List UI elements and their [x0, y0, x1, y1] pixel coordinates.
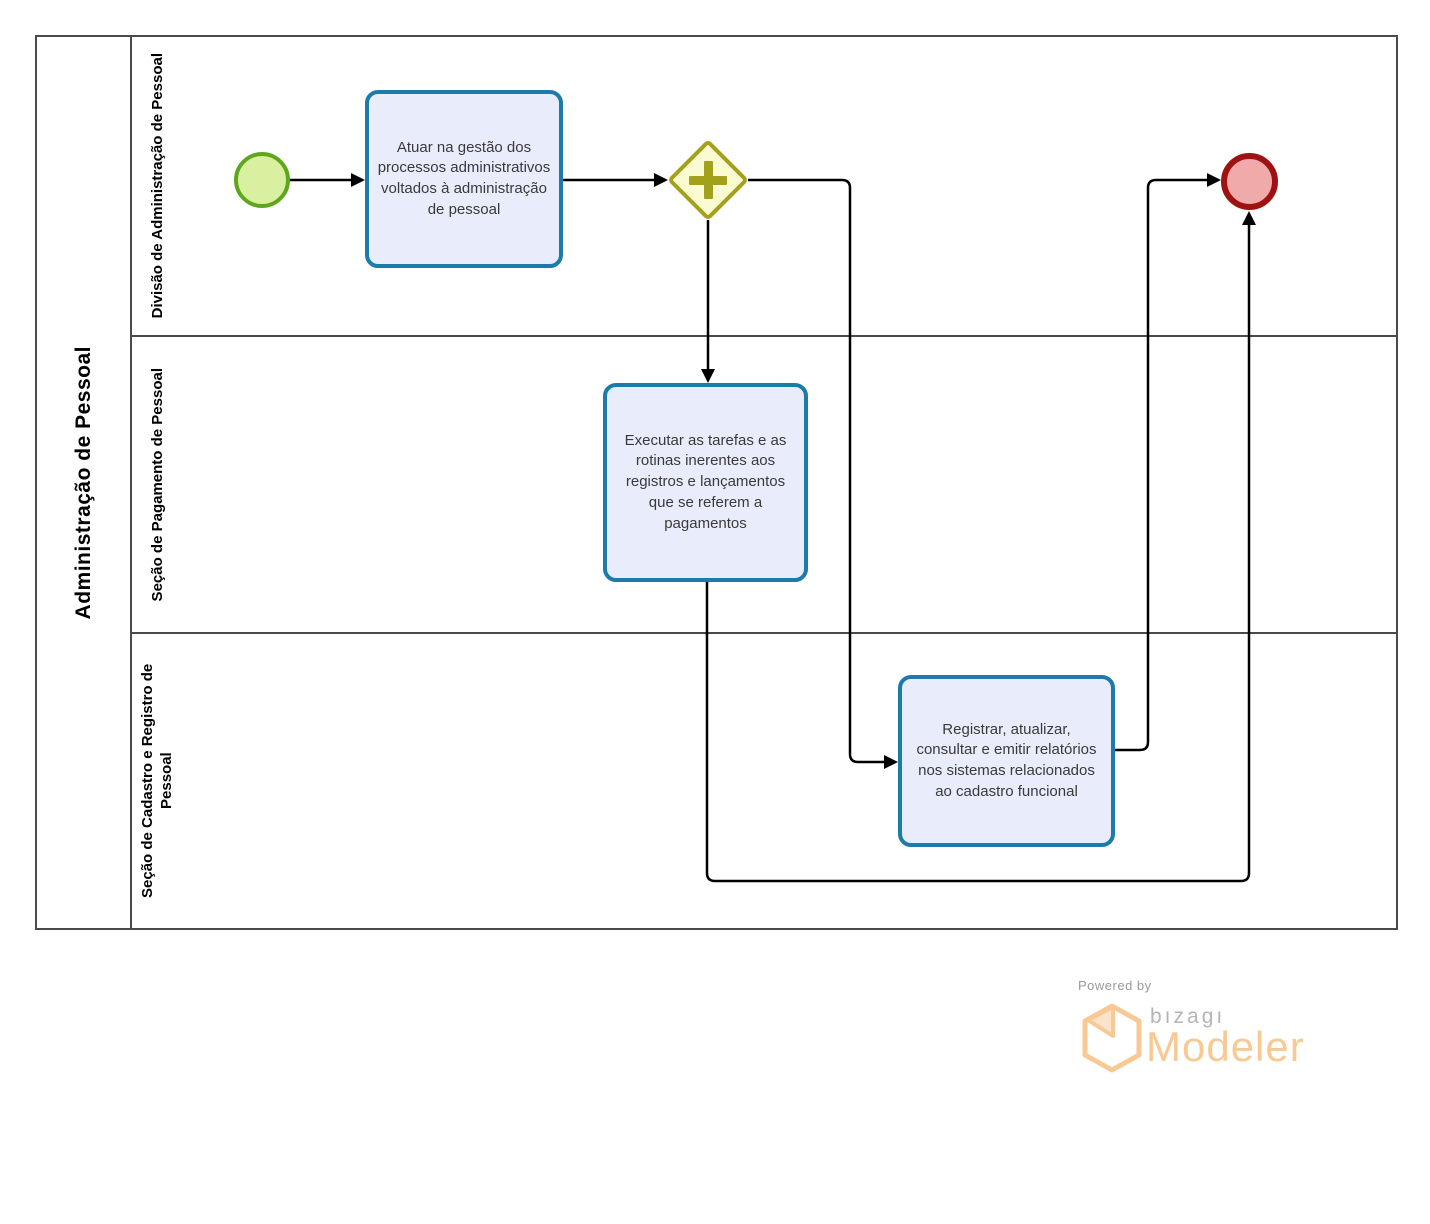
arrowhead-icon	[701, 369, 715, 383]
task-registrar-atualizar[interactable]: Registrar, atualizar, consultar e emitir…	[898, 675, 1115, 847]
task-executar-tarefas[interactable]: Executar as tarefas e as rotinas inerent…	[603, 383, 808, 582]
pool-lanes: Divisão de Administração de Pessoal Seçã…	[132, 37, 1396, 928]
bizagi-footer: Powered by bızagı Modeler	[1078, 978, 1348, 1079]
sequence-flow-gateway-to-task3	[748, 178, 885, 764]
arrowhead-icon	[654, 173, 668, 187]
brand-row: bızagı Modeler	[1078, 1001, 1348, 1079]
bizagi-wordmark: bızagı	[1150, 1005, 1226, 1028]
end-event[interactable]	[1221, 153, 1278, 210]
arrowhead-icon	[1207, 173, 1221, 187]
task-atuar-gestao[interactable]: Atuar na gestão dos processos administra…	[365, 90, 563, 268]
lane-secao-cadastro-registro: Seção de Cadastro e Registro de Pessoal	[132, 632, 1396, 928]
arrowhead-icon	[1242, 211, 1256, 225]
sequence-flow-task2-to-end	[705, 224, 1251, 883]
lane-secao-pagamento: Seção de Pagamento de Pessoal	[132, 335, 1396, 632]
task-label: Atuar na gestão dos processos administra…	[377, 138, 551, 218]
arrowhead-icon	[351, 173, 365, 187]
task-label: Executar as tarefas e as rotinas inerent…	[624, 431, 787, 532]
start-event[interactable]	[234, 152, 290, 208]
arrowhead-icon	[884, 755, 898, 769]
sequence-flow-task3-to-end	[1115, 178, 1208, 752]
powered-by-label: Powered by	[1078, 978, 1152, 993]
plus-icon	[704, 161, 713, 199]
bizagi-hexagon-icon	[1082, 1003, 1142, 1073]
pool-header: Administração de Pessoal	[37, 37, 132, 928]
task-label: Registrar, atualizar, consultar e emitir…	[916, 720, 1097, 800]
modeler-wordmark: Modeler	[1146, 1023, 1305, 1070]
